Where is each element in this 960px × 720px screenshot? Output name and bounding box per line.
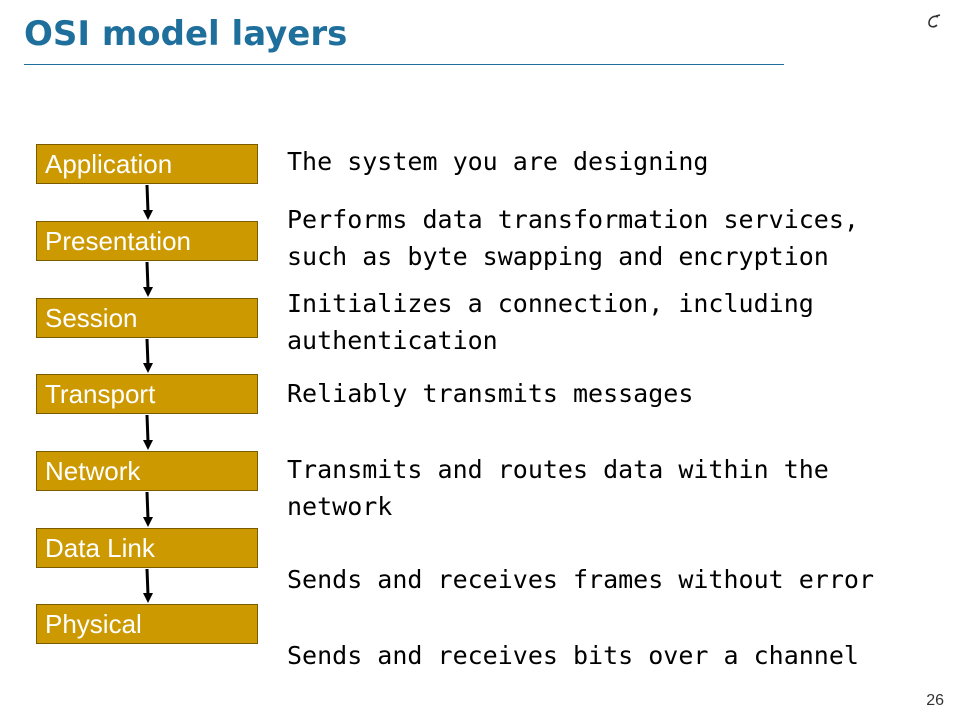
layer-box-data-link: Data Link	[36, 528, 258, 568]
layer-box-transport: Transport	[36, 374, 258, 414]
description-physical: Sends and receives bits over a channel	[287, 637, 947, 674]
description-network: Transmits and routes data within the net…	[287, 451, 947, 525]
arrow-transport-to-network	[143, 414, 153, 450]
arrow-network-to-data-link	[143, 491, 153, 527]
title-underline	[24, 64, 784, 65]
description-application: The system you are designing	[287, 143, 947, 180]
page-number: 26	[926, 692, 944, 709]
description-transport: Reliably transmits messages	[287, 375, 947, 412]
description-line: The system you are designing	[287, 147, 709, 176]
description-presentation: Performs data transformation services, s…	[287, 201, 947, 275]
description-data-link: Sends and receives frames without error	[287, 561, 947, 598]
description-line: Transmits and routes data within the	[287, 455, 829, 484]
description-line: Performs data transformation services,	[287, 205, 859, 234]
layer-box-session: Session	[36, 298, 258, 338]
layer-box-physical: Physical	[36, 604, 258, 644]
description-line: network	[287, 492, 393, 521]
description-line: Sends and receives frames without error	[287, 565, 874, 594]
description-line: such as byte swapping and encryption	[287, 242, 829, 271]
arrow-application-to-presentation	[143, 184, 153, 220]
slide-title: OSI model layers	[24, 14, 348, 54]
arrow-session-to-transport	[143, 338, 153, 373]
layer-box-presentation: Presentation	[36, 221, 258, 261]
arrow-data-link-to-physical	[143, 568, 153, 603]
description-line: Sends and receives bits over a channel	[287, 641, 859, 670]
description-line: Reliably transmits messages	[287, 379, 694, 408]
description-line: Initializes a connection, including	[287, 289, 814, 318]
description-session: Initializes a connection, including auth…	[287, 285, 947, 359]
description-line: authentication	[287, 326, 498, 355]
layer-box-network: Network	[36, 451, 258, 491]
arrow-presentation-to-session	[143, 261, 153, 297]
corner-logo-icon	[928, 14, 941, 28]
layer-box-application: Application	[36, 144, 258, 184]
